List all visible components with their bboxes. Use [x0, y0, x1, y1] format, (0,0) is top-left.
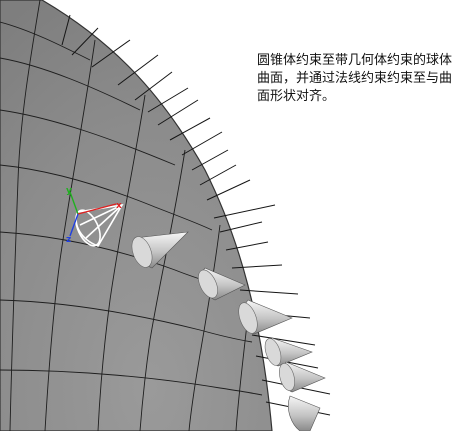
cone-6[interactable]	[288, 395, 321, 431]
gizmo-x-label: x	[116, 201, 122, 211]
cone-3[interactable]	[235, 299, 293, 336]
gizmo-x-axis[interactable]	[77, 203, 117, 215]
sphere-wireframe	[0, 0, 263, 431]
cone-2[interactable]	[194, 267, 246, 301]
surface-normals	[61, 14, 331, 416]
caption-text: 圆锥体约束至带几何体约束的球体曲面，并通过法线约束约束至与曲面形状对齐。	[257, 53, 453, 104]
gizmo-y-label: y	[66, 186, 72, 196]
transform-gizmo[interactable]: y x z	[66, 186, 122, 245]
cone-5[interactable]	[277, 361, 326, 393]
cone-4[interactable]	[262, 337, 313, 368]
cone-1[interactable]	[128, 231, 189, 270]
gizmo-y-axis[interactable]	[69, 191, 79, 215]
gizmo-z-axis[interactable]	[69, 213, 79, 237]
gizmo-z-label: z	[66, 235, 71, 245]
sphere-surface[interactable]	[0, 0, 273, 431]
